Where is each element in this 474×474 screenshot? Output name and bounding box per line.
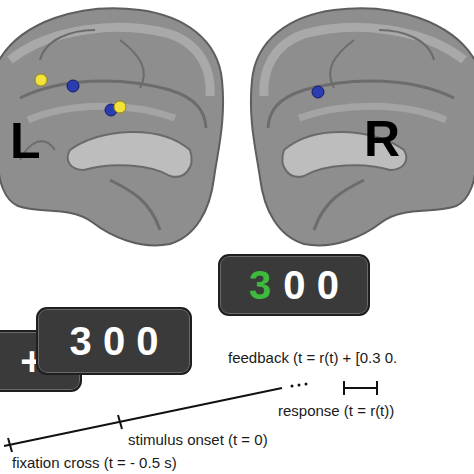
screen-digits: 0 0 (283, 265, 339, 305)
screen-digits: 3 (249, 265, 271, 305)
timeline-label: fixation cross (t = - 0.5 s) (12, 455, 177, 472)
tick (118, 415, 122, 429)
screen-box: 3 0 0 (36, 307, 192, 375)
ellipsis-dots (291, 383, 308, 388)
tick (376, 381, 378, 395)
hemisphere-label: R (364, 112, 400, 167)
hemisphere-label: L (10, 114, 41, 169)
left-hemisphere (0, 8, 223, 245)
right-hemisphere (251, 8, 474, 245)
screen-box: 3 0 0 (218, 254, 370, 316)
tick (8, 438, 12, 452)
screen-digits: 3 0 0 (70, 321, 159, 361)
timeline-label: feedback (t = r(t) + [0.3 0. (228, 350, 397, 367)
response-bracket (343, 387, 378, 389)
timeline-label: response (t = r(t)) (278, 403, 394, 420)
tick (343, 381, 345, 395)
timeline-label: stimulus onset (t = 0) (128, 432, 268, 449)
